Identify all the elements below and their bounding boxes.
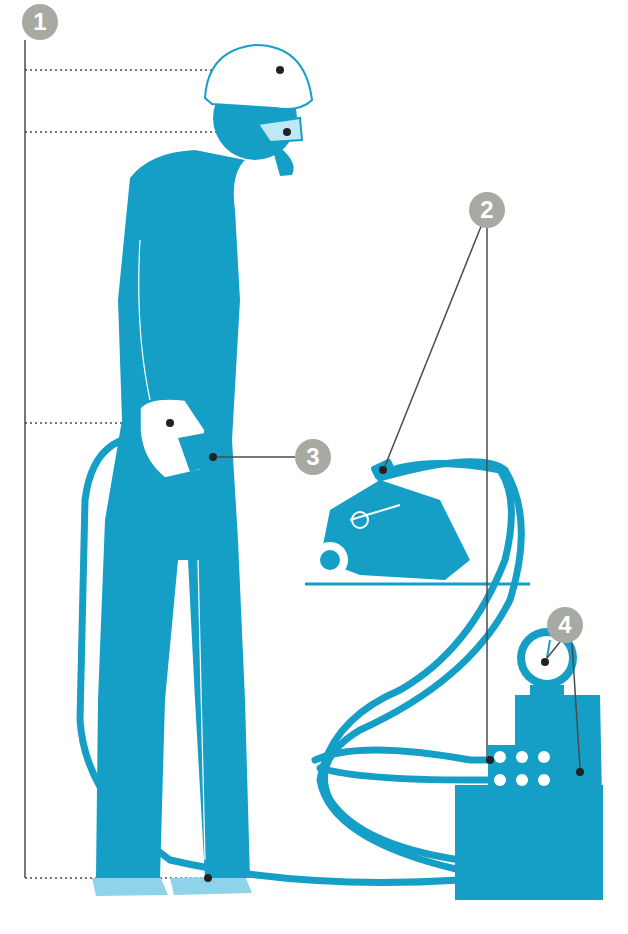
- callout-number: 1: [22, 4, 58, 40]
- leader-lines: [217, 224, 580, 768]
- callout-number: 3: [295, 439, 331, 475]
- callout-number: 4: [547, 607, 583, 643]
- callout-number: 2: [469, 192, 505, 228]
- leader-lines: [25, 40, 285, 878]
